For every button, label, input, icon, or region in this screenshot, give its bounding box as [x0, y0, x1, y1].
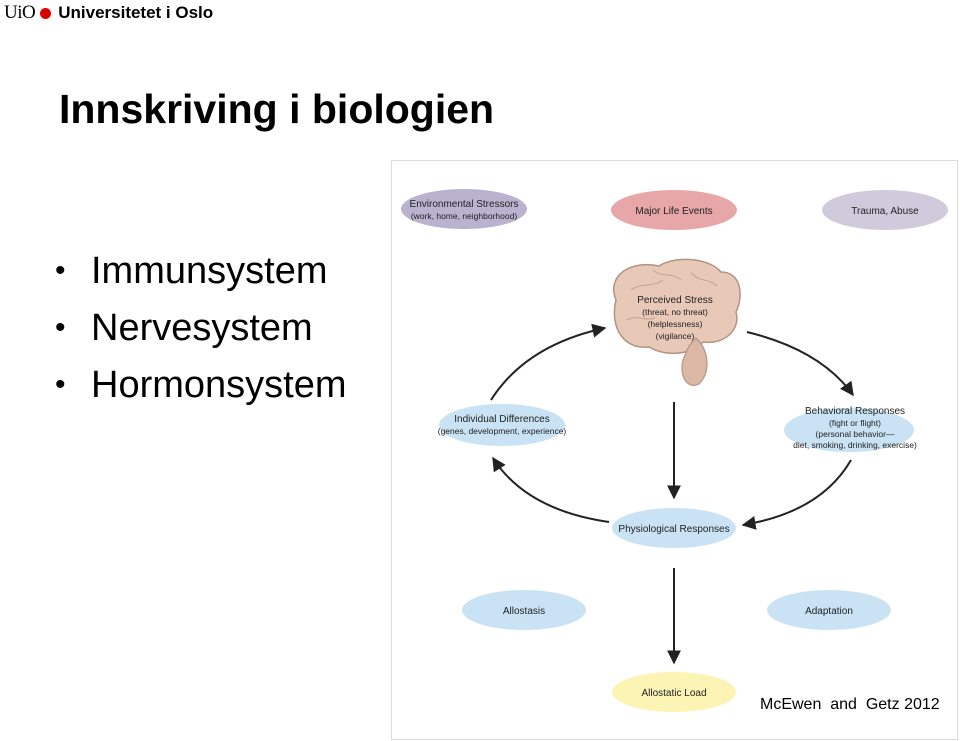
- bullet-item: • Hormonsystem: [55, 356, 347, 413]
- bullet-dot: •: [55, 253, 66, 287]
- arrow-physiological-to-individual: [492, 456, 610, 523]
- perceived-stress-detail-1: (threat, no threat): [642, 307, 708, 317]
- allostasis-oval: [462, 590, 586, 630]
- physiological-responses-oval: [612, 508, 736, 548]
- logo-university-name: Universitetet i Oslo: [58, 3, 214, 22]
- bullet-item: • Immunsystem: [55, 242, 347, 299]
- individual-differences-detail: (genes, development, experience): [438, 426, 567, 436]
- slide-title: Innskriving i biologien: [59, 86, 495, 132]
- behavioral-responses-detail-1: (fight or flight): [829, 418, 881, 428]
- individual-differences-label: Individual Differences: [454, 414, 549, 425]
- individual-differences-oval: [439, 404, 565, 446]
- stress-diagram: Environmental Stressors (work, home, nei…: [391, 160, 958, 740]
- bullet-dot: •: [55, 367, 66, 401]
- physiological-responses-label: Physiological Responses: [618, 524, 729, 535]
- bullet-text: Hormonsystem: [91, 363, 347, 406]
- logo-uio-text: UiO: [4, 2, 36, 23]
- major-life-events-oval: [611, 190, 737, 230]
- arrow-behavioral-to-physiological: [741, 459, 852, 530]
- bullet-list: • Immunsystem • Nervesystem • Hormonsystem: [55, 242, 347, 413]
- behavioral-responses-label: Behavioral Responses: [805, 406, 905, 417]
- allostasis-label: Allostasis: [503, 606, 545, 617]
- brain-illustration: [613, 258, 741, 386]
- behavioral-responses-oval: [784, 408, 914, 452]
- bullet-item: • Nervesystem: [55, 299, 347, 356]
- trauma-abuse-label: Trauma, Abuse: [851, 206, 919, 217]
- bullet-text: Nervesystem: [91, 306, 313, 349]
- allostatic-load-oval: [612, 672, 736, 712]
- behavioral-responses-detail-2: (personal behavior—: [816, 429, 895, 439]
- environmental-stressors-detail: (work, home, neighborhood): [411, 211, 517, 221]
- trauma-abuse-oval: [822, 190, 948, 230]
- environmental-stressors-label: Environmental Stressors: [410, 199, 519, 210]
- environmental-stressors-oval: [401, 189, 527, 229]
- allostatic-load-label: Allostatic Load: [641, 688, 706, 699]
- bullet-text: Immunsystem: [91, 249, 328, 292]
- arrow-brain-to-behavioral: [746, 331, 854, 397]
- adaptation-oval: [767, 590, 891, 630]
- arrow-individual-to-brain: [490, 323, 607, 401]
- major-life-events-label: Major Life Events: [635, 206, 712, 217]
- perceived-stress-label: Perceived Stress: [637, 295, 713, 306]
- uio-logo: UiO Universitetet i Oslo: [4, 2, 213, 24]
- logo-red-dot: [40, 7, 52, 19]
- perceived-stress-detail-3: (vigilance): [656, 331, 695, 341]
- adaptation-label: Adaptation: [805, 606, 853, 617]
- perceived-stress-detail-2: (helplessness): [648, 319, 703, 329]
- bullet-dot: •: [55, 310, 66, 344]
- citation: McEwen and Getz 2012: [758, 695, 942, 715]
- behavioral-responses-detail-3: diet, smoking, drinking, exercise): [793, 440, 917, 450]
